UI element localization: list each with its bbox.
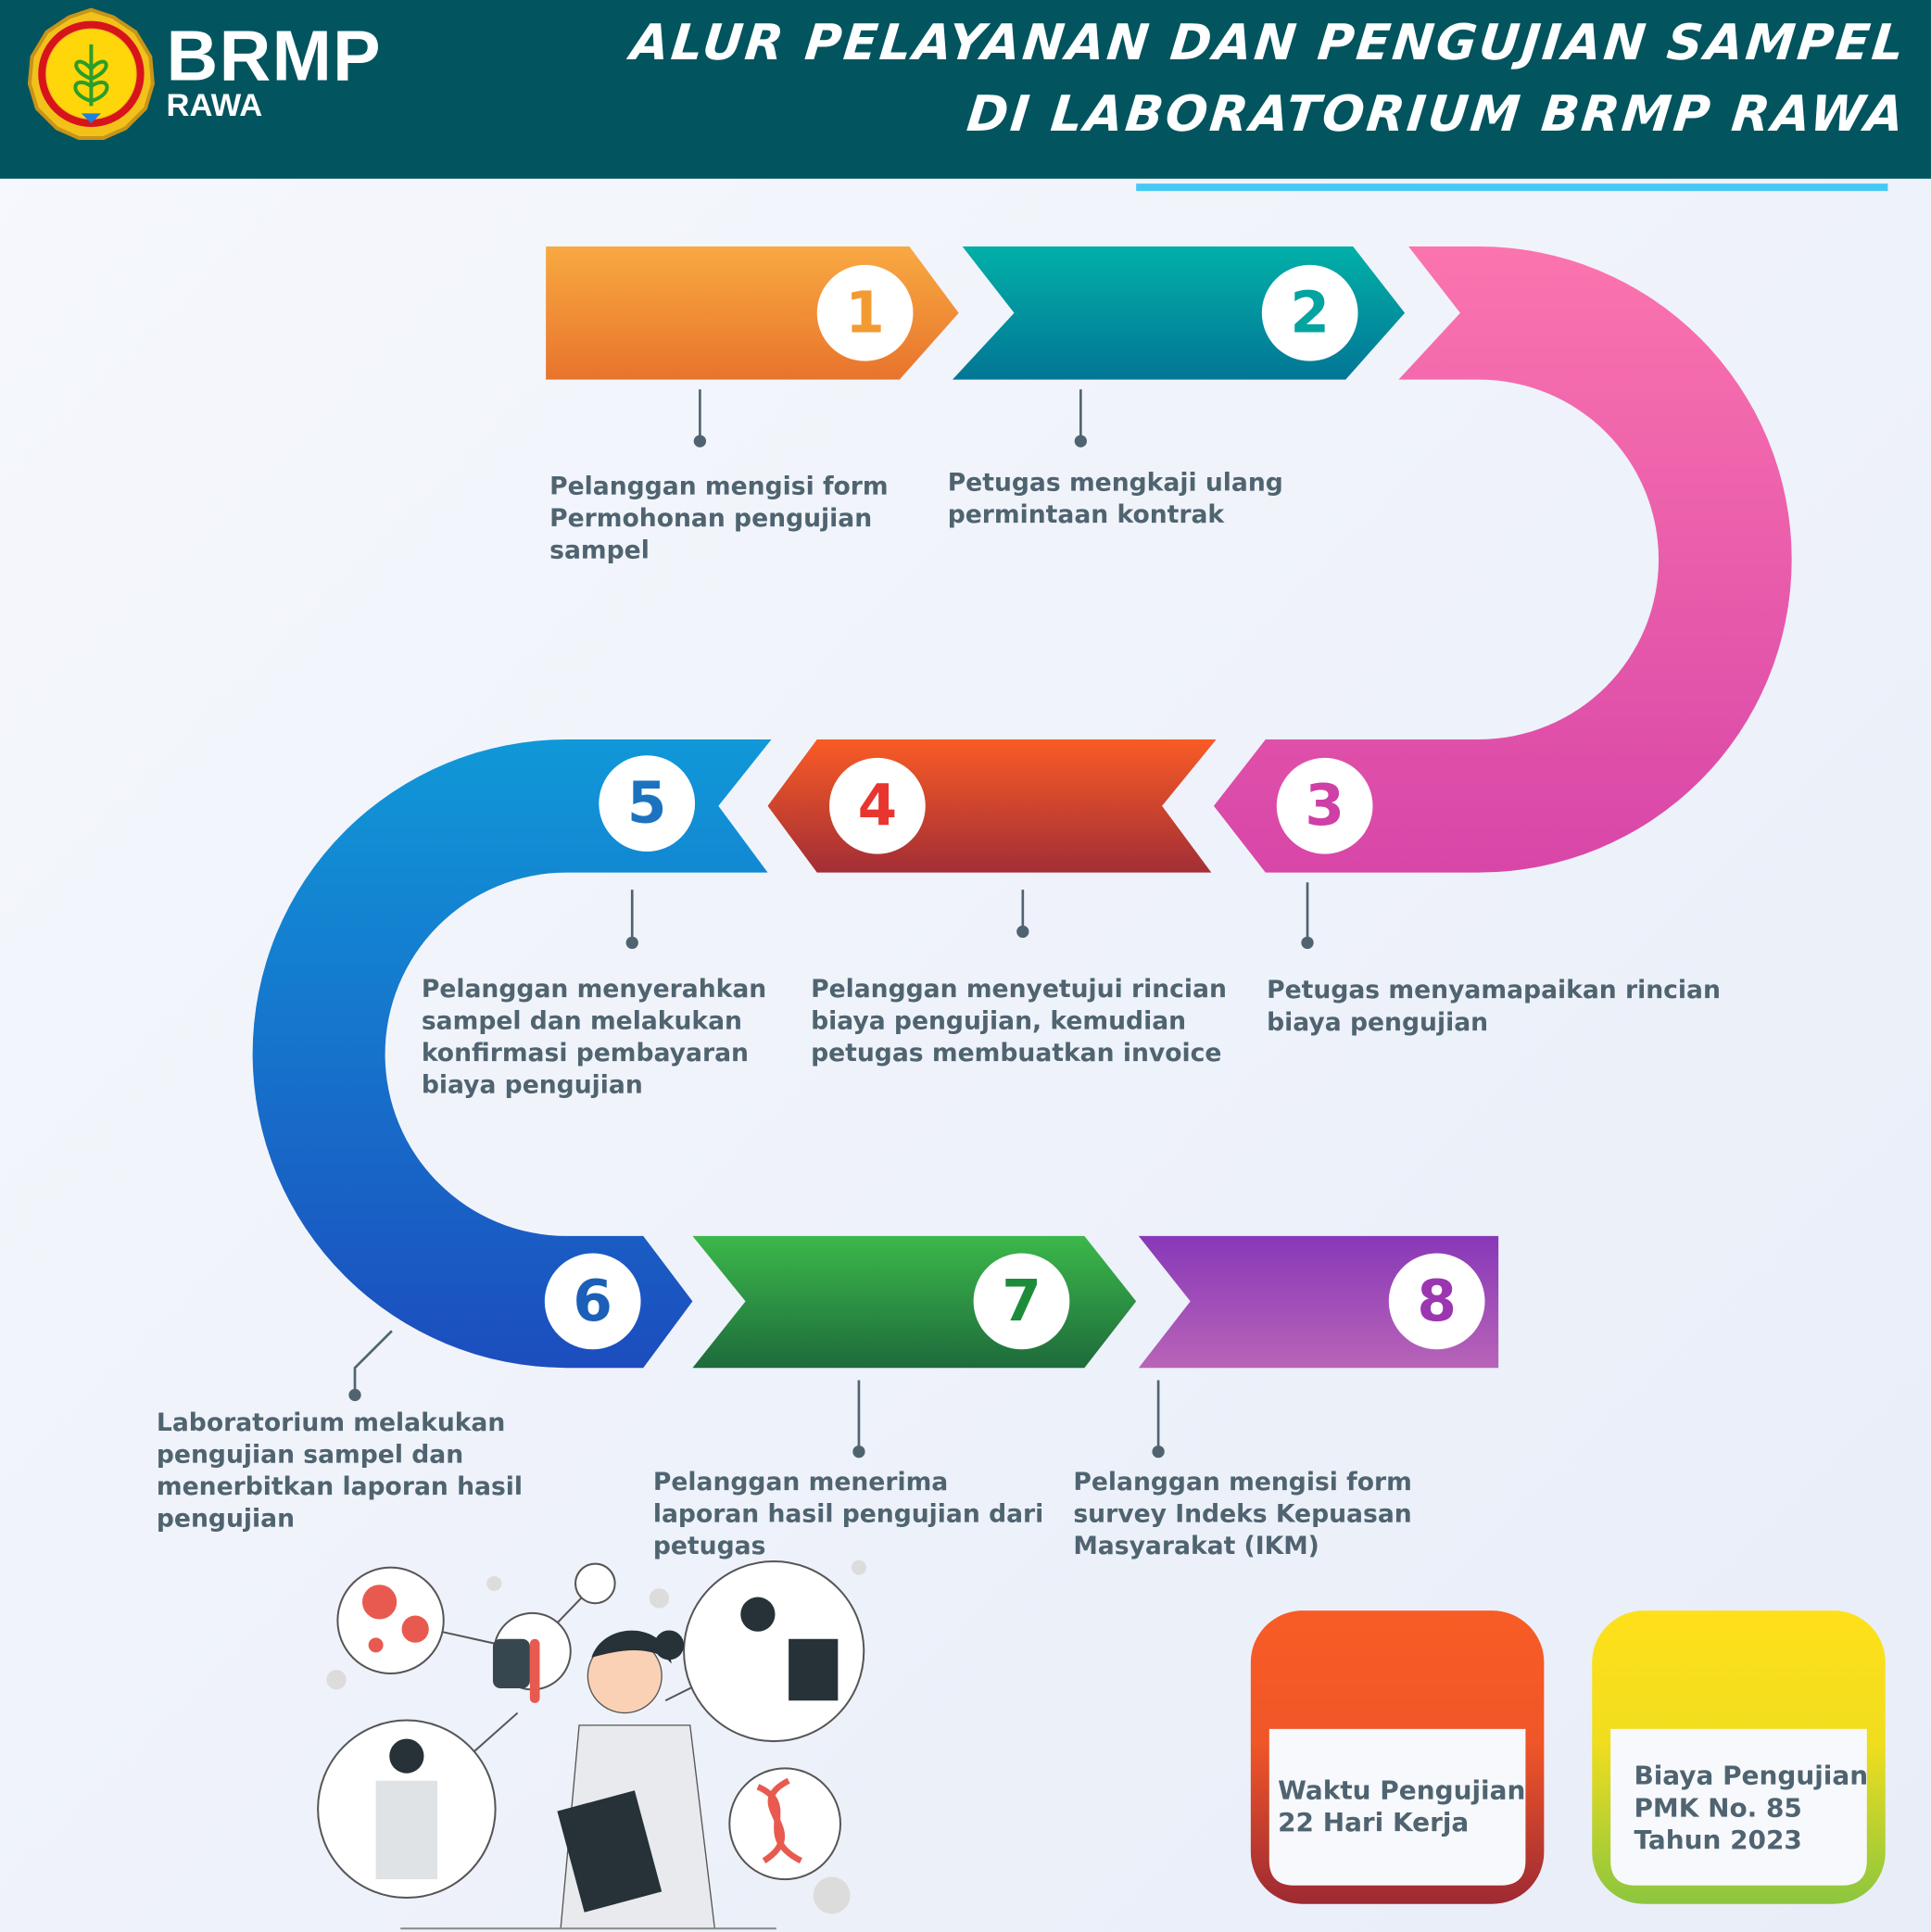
testing-cost-regulation: PMK No. 85: [1634, 1793, 1802, 1823]
step-8-number: 8: [1417, 1269, 1457, 1334]
step-3-number: 3: [1305, 773, 1344, 839]
step-6-description: Laboratorium melakukan pengujian sampel …: [156, 1407, 524, 1534]
step-8-description: Pelanggan mengisi form survey Indeks Kep…: [1073, 1466, 1412, 1560]
testing-cost-text: Biaya Pengujian PMK No. 85 Tahun 2023: [1634, 1760, 1868, 1856]
step-1-number: 1: [845, 280, 885, 346]
blood-cells-icon: [336, 1566, 445, 1675]
step-4-number: 4: [858, 773, 898, 839]
brand-subtitle: RAWA: [166, 86, 263, 123]
step-7-description: Pelanggan menerima laporan hasil penguji…: [652, 1466, 1044, 1560]
info-box-testing-cost: [1592, 1610, 1886, 1904]
step-6-number: 6: [573, 1269, 612, 1334]
step-5-6-arc: [252, 739, 772, 1369]
step-5-description: Pelanggan menyerahkan sampel dan melakuk…: [421, 973, 767, 1100]
connector-lines: [353, 389, 1309, 1452]
header: BRMP RAWA ALUR PELAYANAN DAN PENGUJIAN S…: [0, 0, 1931, 179]
step-7-arrow: [692, 1235, 1137, 1369]
title-underline: [1136, 183, 1888, 192]
brmp-logo-icon: [27, 7, 155, 140]
step-7-number: 7: [1002, 1269, 1041, 1334]
connector-dots: [348, 435, 1314, 1458]
step-4-description: Pelanggan menyetujui rincian biaya pengu…: [811, 973, 1227, 1067]
testing-cost-year: Tahun 2023: [1634, 1825, 1802, 1855]
brand-name: BRMP: [166, 16, 382, 96]
testing-time-value: 22 Hari Kerja: [1278, 1807, 1470, 1837]
step-2-number: 2: [1290, 280, 1330, 346]
testing-cost-label: Biaya Pengujian: [1634, 1761, 1869, 1791]
step-3-description: Petugas menyamapaikan rincian biaya peng…: [1267, 974, 1721, 1037]
dna-icon: [728, 1767, 841, 1881]
testing-time-label: Waktu Pengujian: [1278, 1775, 1526, 1806]
step-number-badges: [544, 264, 1485, 1350]
laboratory-illustration: [317, 1559, 866, 1930]
testing-time-text: Waktu Pengujian 22 Hari Kerja: [1278, 1774, 1525, 1838]
step-2-description: Petugas mengkaji ulang permintaan kontra…: [947, 467, 1283, 529]
step-3-arc: [1213, 246, 1792, 873]
step-1-description: Pelanggan mengisi form Permohonan penguj…: [549, 471, 889, 565]
info-box-testing-time: [1250, 1610, 1545, 1904]
step-5-number: 5: [627, 771, 667, 837]
